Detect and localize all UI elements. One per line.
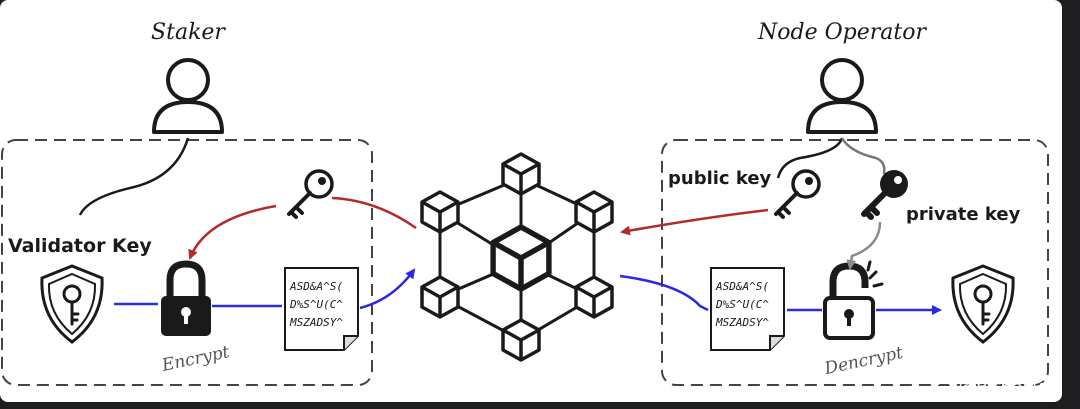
ciphertext-line: MSZADSY^ (715, 316, 769, 329)
ciphertext-line: ASD&A^S( (289, 280, 343, 293)
public-key-branch (776, 137, 844, 179)
watermark: @BitKelly (934, 376, 1043, 398)
public-key-arrow-to-lock (188, 204, 277, 260)
ciphertext-line: ASD&A^S( (715, 280, 769, 293)
node-operator-group-box (661, 139, 1049, 386)
validator-key-label: Validator Key (8, 235, 152, 257)
ciphertext-line: MSZADSY^ (289, 316, 343, 329)
private-key-label: private key (906, 204, 1021, 225)
public-key-label: public key (668, 168, 772, 189)
staker-connector (78, 137, 190, 216)
operator-public-key-arrow (620, 208, 769, 236)
node-operator-title: Node Operator (757, 20, 927, 45)
network-to-ciphertext-line (619, 274, 709, 312)
private-key-to-lock-arrow (846, 221, 882, 270)
ciphertext-line: D%S^U(C^ (289, 298, 343, 311)
ciphertext-document-right: ASD&A^S( D%S^U(C^ MSZADSY^ (710, 267, 785, 351)
diagram-panel (0, 0, 1062, 402)
lock-closed-icon (161, 260, 211, 336)
ciphertext-document-left: ASD&A^S( D%S^U(C^ MSZADSY^ (284, 267, 359, 351)
blockchain-network-icon (420, 152, 614, 362)
public-key-arrow-to-network (331, 196, 417, 230)
ciphertext-line: D%S^U(C^ (715, 298, 769, 311)
watermark-text: @BitKelly (958, 377, 1043, 398)
staker-title: Staker (151, 20, 226, 45)
private-key-branch (840, 137, 886, 175)
ciphertext-to-network-arrow (359, 268, 416, 310)
